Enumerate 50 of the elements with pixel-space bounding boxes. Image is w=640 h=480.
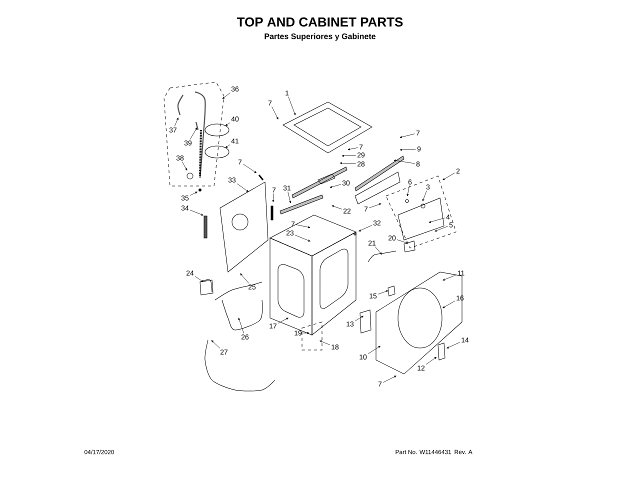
leader-line [238,318,244,334]
leader-line [368,346,380,354]
leader-line [358,225,372,232]
leader-line [348,147,358,150]
subtitle: Partes Superiores y Gabinete [264,33,376,41]
title: TOP AND CABINET PARTS [236,17,403,27]
leader-line [243,164,257,174]
leader-line [236,184,249,192]
leader-line [194,276,204,282]
leader-line [354,316,364,322]
leader-line [272,193,274,202]
leader-line [174,118,178,126]
leader-line [320,340,330,346]
leader-line [400,134,415,138]
leader-line [434,226,448,232]
leader-line [442,172,455,180]
leader-line [374,246,382,255]
leader-line [294,234,310,242]
leader-line [442,274,456,280]
leader-line [182,162,188,170]
leader-line [342,154,356,157]
leader-line [426,356,437,365]
leader-line [190,192,198,196]
leader-line [296,224,310,228]
leader-line [278,318,288,324]
leader-line [383,376,396,383]
leader-line [190,210,204,216]
leader-line [225,144,230,148]
leader-line [332,205,342,210]
leader-line [394,160,415,164]
leader-line [302,332,310,334]
leader-line [446,342,460,348]
leader-line [211,340,220,348]
leader-line [222,92,230,99]
leader-line [340,162,356,164]
leader-line [428,218,445,223]
leader-line [400,148,416,151]
leader-line [190,128,198,140]
leader-line [225,122,230,126]
leader-line [240,273,249,284]
leader-line [288,96,296,116]
leader-line [422,190,427,202]
leader-line [330,184,342,188]
leader-line [378,290,388,294]
leader-line [396,240,408,244]
leader-line [406,186,410,196]
leader-line [369,203,382,208]
leader-line [272,106,278,120]
leader-line [442,300,456,308]
leader-line [288,192,292,204]
